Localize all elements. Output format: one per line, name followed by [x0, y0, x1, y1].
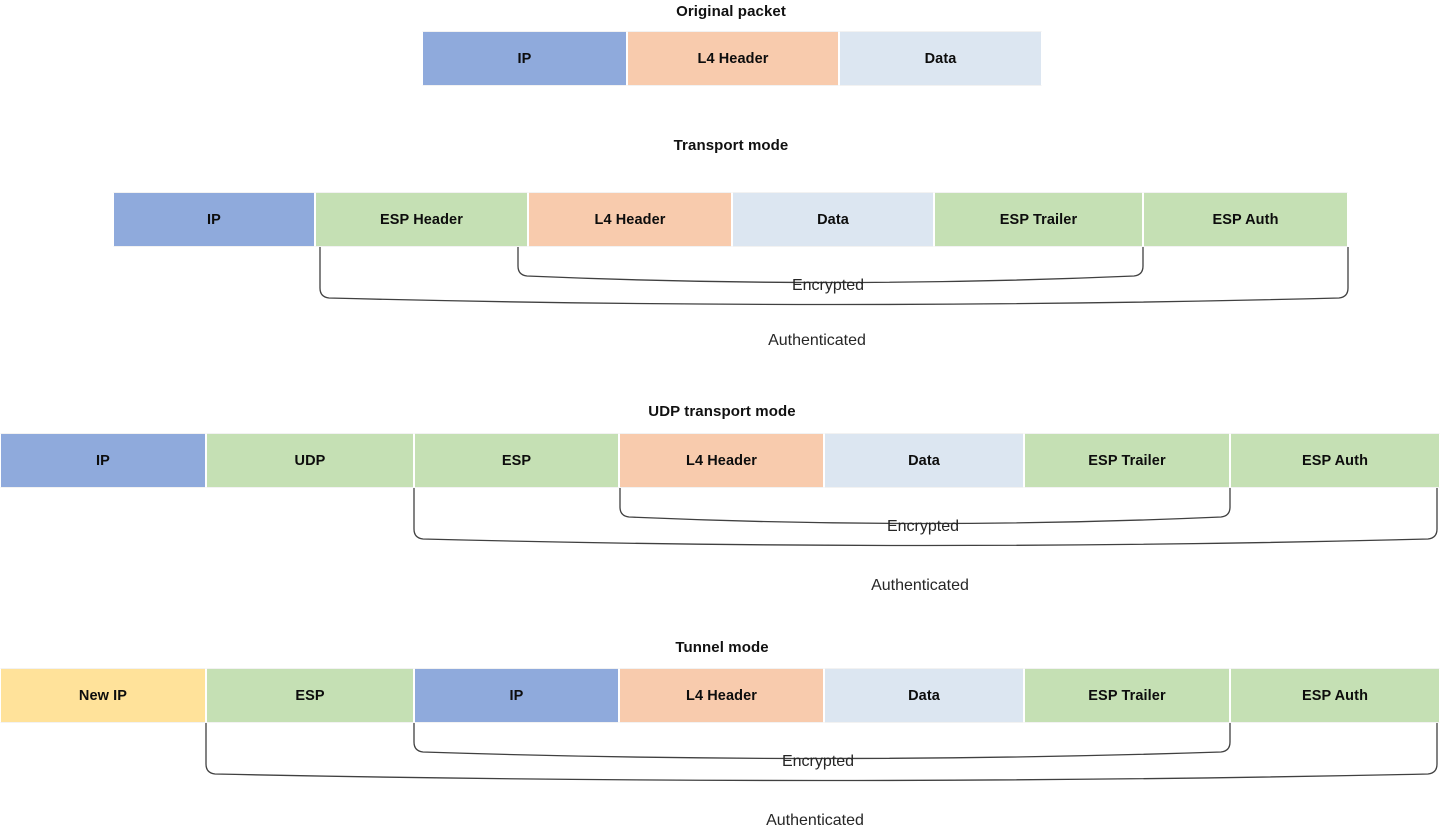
packet-field-l4-header: L4 Header: [619, 433, 824, 488]
packet-field-l4-header: L4 Header: [528, 192, 732, 247]
packet-field-new-ip: New IP: [0, 668, 206, 723]
section-title-udp-transport: UDP transport mode: [648, 403, 796, 420]
packet-field-l4-header: L4 Header: [619, 668, 824, 723]
packet-field-esp: ESP: [414, 433, 619, 488]
brace-tunnel-authenticated: [205, 723, 1438, 782]
packet-field-ip: IP: [0, 433, 206, 488]
packet-field-esp-auth: ESP Auth: [1230, 433, 1440, 488]
brace-label-udp-transport-authenticated: Authenticated: [871, 577, 969, 594]
packet-field-ip: IP: [422, 31, 627, 86]
packet-field-esp-trailer: ESP Trailer: [934, 192, 1143, 247]
packet-field-esp-auth: ESP Auth: [1143, 192, 1348, 247]
packet-field-l4-header: L4 Header: [627, 31, 839, 86]
packet-field-esp-header: ESP Header: [315, 192, 528, 247]
packet-field-data: Data: [824, 433, 1024, 488]
packet-field-esp: ESP: [206, 668, 414, 723]
brace-label-tunnel-encrypted: Encrypted: [781, 753, 855, 770]
packet-field-esp-trailer: ESP Trailer: [1024, 668, 1230, 723]
section-title-original: Original packet: [676, 3, 786, 20]
packet-field-esp-auth: ESP Auth: [1230, 668, 1440, 723]
packet-field-ip: IP: [414, 668, 619, 723]
packet-field-udp: UDP: [206, 433, 414, 488]
brace-udp-transport-authenticated: [413, 488, 1438, 547]
brace-label-tunnel-authenticated: Authenticated: [766, 812, 864, 829]
section-title-transport: Transport mode: [673, 137, 789, 154]
packet-field-data: Data: [824, 668, 1024, 723]
brace-label-transport-authenticated: Authenticated: [768, 332, 866, 349]
packet-field-ip: IP: [113, 192, 315, 247]
packet-field-data: Data: [732, 192, 934, 247]
brace-label-udp-transport-encrypted: Encrypted: [886, 518, 960, 535]
brace-label-transport-encrypted: Encrypted: [791, 277, 865, 294]
packet-field-esp-trailer: ESP Trailer: [1024, 433, 1230, 488]
brace-transport-authenticated: [319, 247, 1349, 306]
packet-field-data: Data: [839, 31, 1042, 86]
section-title-tunnel: Tunnel mode: [675, 639, 769, 656]
